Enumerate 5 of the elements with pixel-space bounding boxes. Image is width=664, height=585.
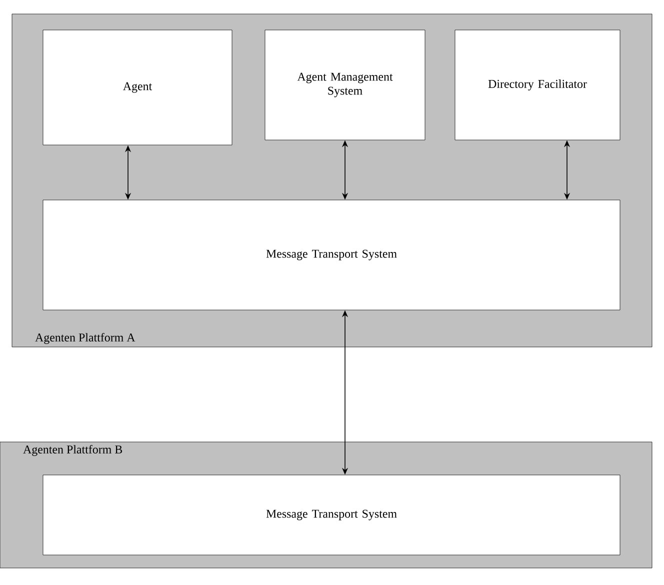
component-box: Agent	[42, 30, 232, 146]
component-box: Message Transport System	[42, 200, 620, 310]
component-box: Message Transport System	[42, 474, 620, 556]
component-box: Agent Management System	[264, 30, 426, 140]
component-box: Directory Facilitator	[454, 30, 620, 140]
